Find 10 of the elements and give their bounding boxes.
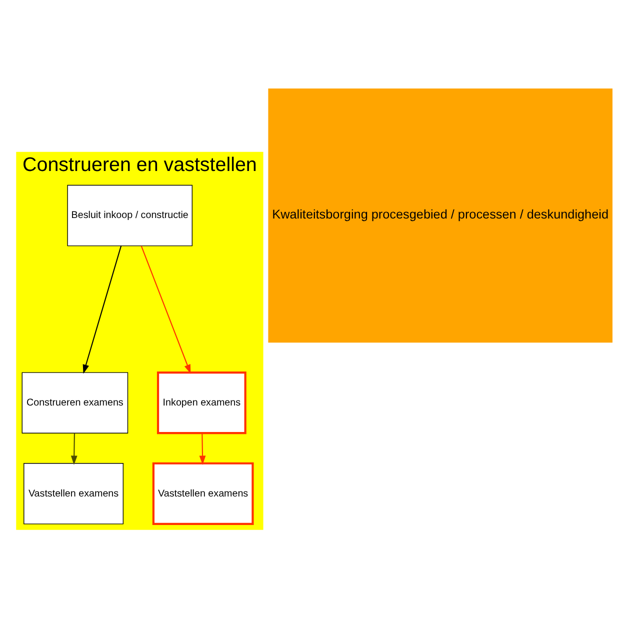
node-box: Inkopen examens: [156, 372, 246, 434]
arrow: [82, 246, 122, 374]
node-box: Construeren examens: [22, 372, 128, 434]
node-box: Besluit inkoop / constructie: [67, 184, 193, 246]
arrow: [140, 246, 191, 374]
node-box: Vaststellen examens: [24, 463, 124, 524]
arrow: [199, 433, 206, 465]
node-box: Kwaliteitsborging procesgebied / processen / deskundigheid: [268, 88, 612, 343]
arrow: [70, 433, 78, 465]
node-box: Vaststellen examens: [152, 462, 254, 525]
